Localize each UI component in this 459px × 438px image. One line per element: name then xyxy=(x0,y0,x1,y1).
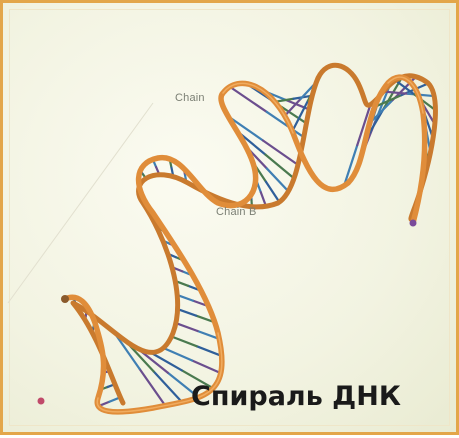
strand-end-cap xyxy=(61,295,69,303)
strand-label-chain: Chain xyxy=(175,92,205,104)
base-pair-half xyxy=(263,140,298,164)
strand-end-cap xyxy=(410,220,417,227)
base-pair-half xyxy=(176,323,198,331)
base-pair-half xyxy=(163,348,192,361)
base-pair-half xyxy=(197,346,222,356)
base-pair-half xyxy=(178,309,197,316)
strand-label-chain-b: Chain B xyxy=(216,206,257,218)
caption-title: Спираль ДНК xyxy=(191,381,401,412)
strand-end-cap xyxy=(38,398,45,405)
base-pair-half xyxy=(192,361,221,374)
base-pair-half xyxy=(154,371,182,402)
base-pair-half xyxy=(266,182,279,202)
base-pair-half xyxy=(172,336,197,346)
base-pair-half xyxy=(140,369,166,406)
backbone-highlight xyxy=(97,77,423,412)
dna-helix-illustration xyxy=(3,3,459,438)
background-line xyxy=(8,103,153,303)
base-pairs xyxy=(73,70,435,406)
